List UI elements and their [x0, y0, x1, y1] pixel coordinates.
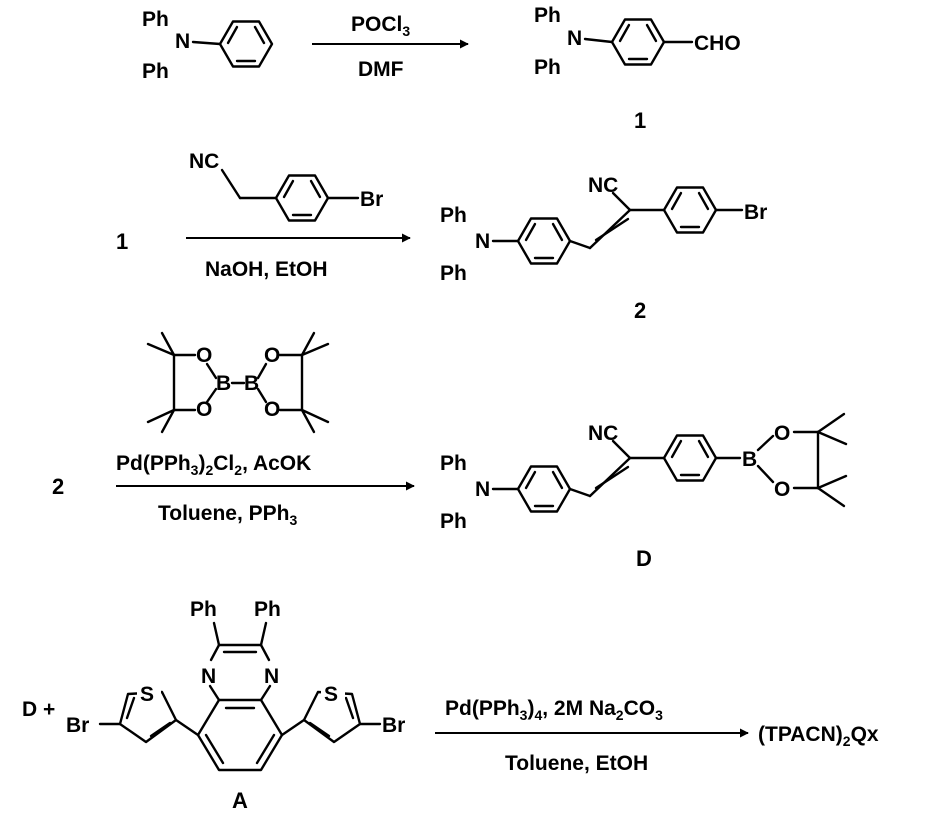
oxygen-label: O: [264, 344, 280, 367]
bromine-label: Br: [360, 188, 383, 211]
reagent-b2pin2: O O B B O O: [146, 331, 330, 434]
compound-label-A: A: [232, 788, 248, 813]
final-product: (TPACN)2Qx: [758, 723, 879, 749]
nitrogen-label: N: [175, 30, 190, 53]
nitrile-label: NC: [588, 174, 618, 197]
sulfur-label: S: [324, 683, 338, 706]
oxygen-label: O: [196, 344, 212, 367]
start-compound-1: 1: [116, 229, 128, 254]
compound-D: Ph N Ph NC B O O D: [440, 412, 848, 571]
step3-arrow: Pd(PPh3)2Cl2, AcOK Toluene, PPh3: [116, 452, 415, 528]
solvent-toluene-etoh: Toluene, EtOH: [505, 752, 648, 775]
phenyl-label: Ph: [534, 4, 561, 27]
aldehyde-label: CHO: [694, 32, 741, 55]
phenyl-label: Ph: [440, 510, 467, 533]
phenyl-label: Ph: [142, 8, 169, 31]
compound-number-2: 2: [634, 298, 646, 323]
reagent-naoh-etoh: NaOH, EtOH: [205, 258, 328, 281]
phenyl-label: Ph: [190, 598, 217, 621]
catalyst-pdcl2: Pd(PPh3)2Cl2, AcOK: [116, 452, 311, 478]
oxygen-label: O: [774, 478, 790, 501]
nitrogen-label: N: [475, 230, 490, 253]
sulfur-label: S: [140, 683, 154, 706]
phenyl-label: Ph: [534, 56, 561, 79]
reagent-dmf: DMF: [358, 58, 404, 81]
bromine-label: Br: [66, 714, 89, 737]
phenyl-label: Ph: [440, 204, 467, 227]
nitrogen-label: N: [264, 665, 279, 688]
step1-triphenylamine: Ph N Ph: [142, 8, 274, 83]
nitrogen-label: N: [475, 478, 490, 501]
boron-label: B: [244, 372, 259, 395]
reagent-pocl3: POCl3: [351, 13, 410, 39]
reagent-bromophenylacetonitrile: NC Br: [189, 150, 383, 222]
oxygen-label: O: [196, 398, 212, 421]
bromine-label: Br: [382, 714, 405, 737]
nitrogen-label: N: [201, 665, 216, 688]
step2-arrow: NaOH, EtOH: [186, 233, 411, 281]
solvent-toluene-pph3: Toluene, PPh3: [158, 502, 297, 528]
phenyl-label: Ph: [440, 452, 467, 475]
nitrogen-label: N: [567, 27, 582, 50]
catalyst-pd-na2co3: Pd(PPh3)4, 2M Na2CO3: [445, 697, 663, 723]
nitrile-label: NC: [189, 150, 219, 173]
compound-2: Ph N Ph NC Br 2: [440, 174, 767, 323]
compound-label-D: D: [636, 546, 652, 571]
bromine-label: Br: [744, 201, 767, 224]
compound-A: Ph Ph N N S Br S Br A: [66, 598, 405, 813]
step4-arrow: Pd(PPh3)4, 2M Na2CO3 Toluene, EtOH: [435, 697, 749, 775]
reactant-D-plus: D +: [22, 698, 55, 721]
compound-number-1: 1: [634, 108, 646, 133]
phenyl-label: Ph: [254, 598, 281, 621]
boron-label: B: [216, 372, 231, 395]
step1-arrow: POCl3 DMF: [312, 13, 469, 81]
nitrile-label: NC: [588, 422, 618, 445]
phenyl-label: Ph: [142, 60, 169, 83]
oxygen-label: O: [264, 398, 280, 421]
start-compound-2: 2: [52, 474, 64, 499]
compound-1: Ph N Ph CHO 1: [534, 4, 741, 133]
oxygen-label: O: [774, 422, 790, 445]
boron-label: B: [742, 448, 757, 471]
phenyl-label: Ph: [440, 262, 467, 285]
